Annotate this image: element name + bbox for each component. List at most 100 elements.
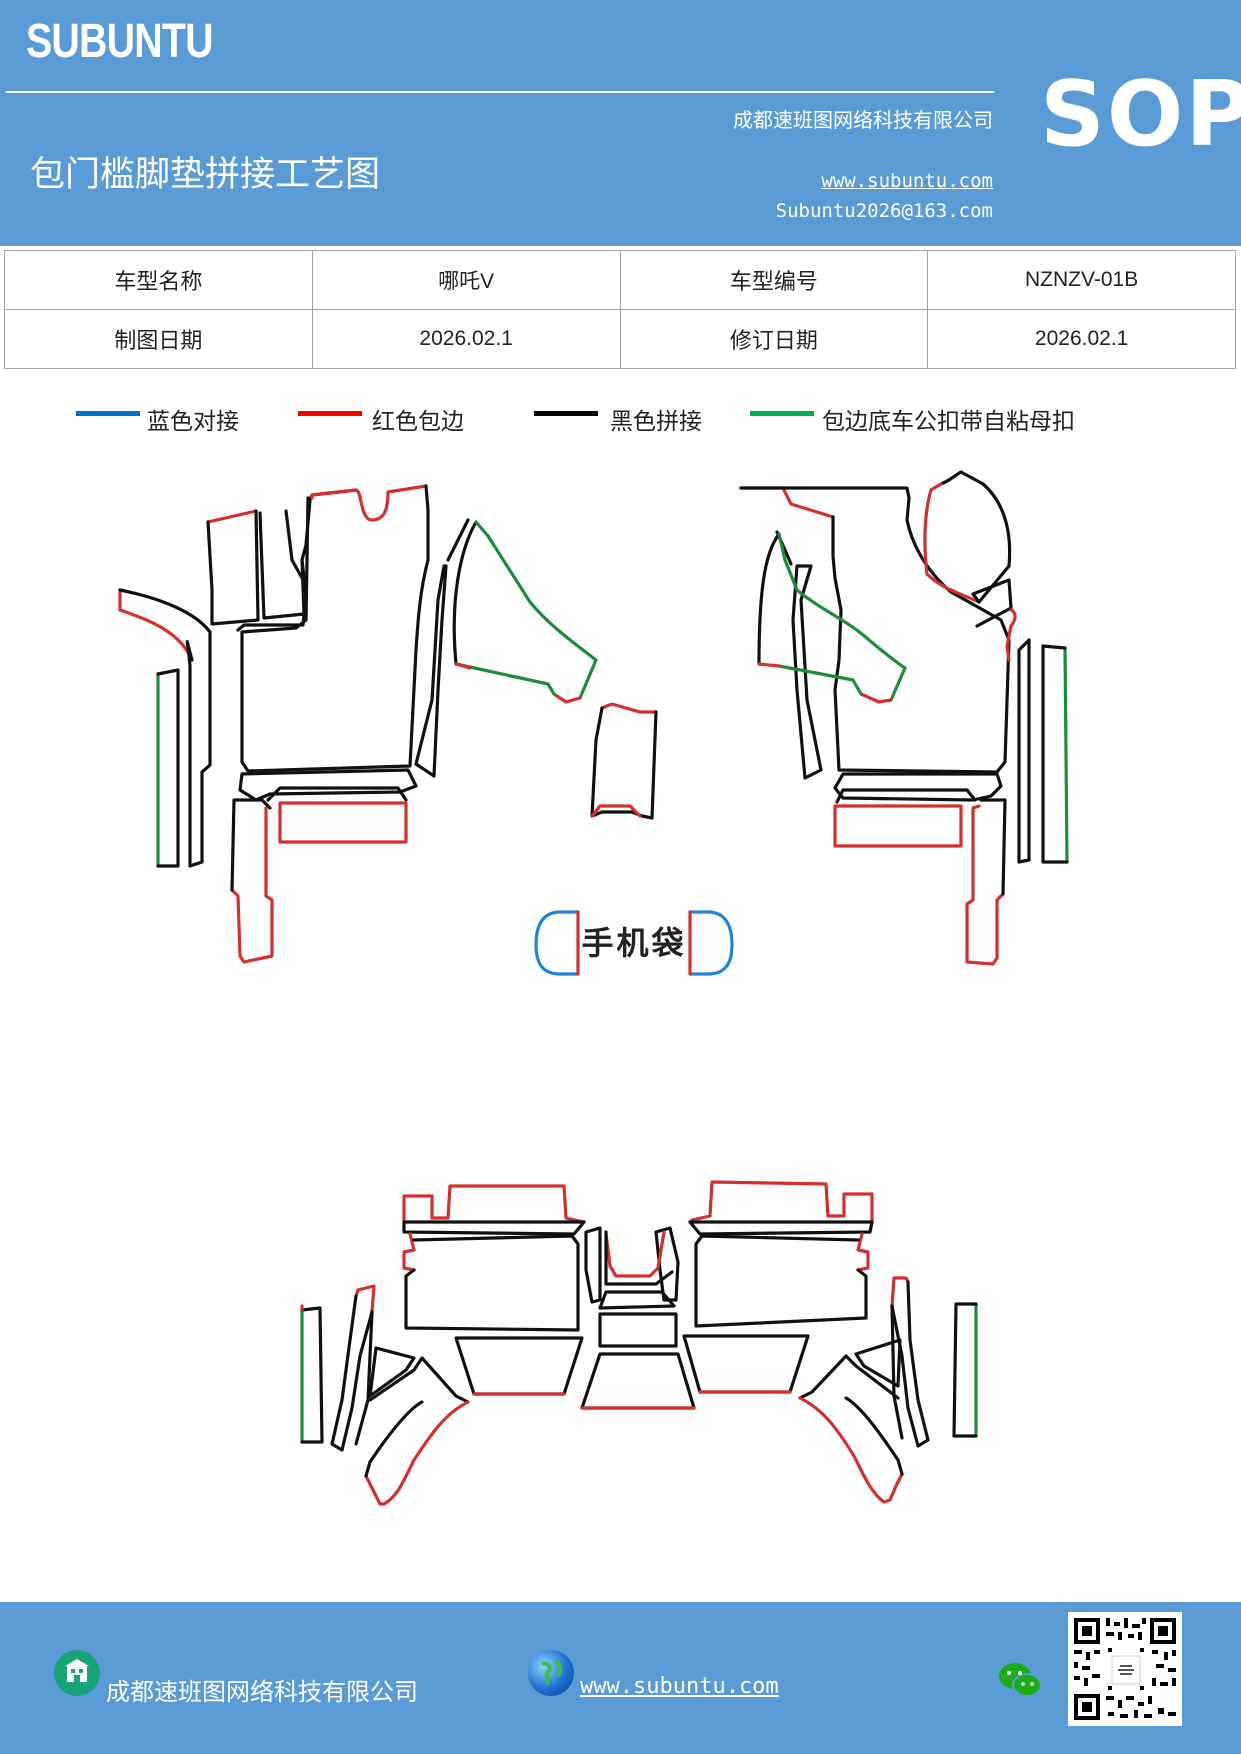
- model-name-label: 车型名称: [4, 250, 313, 310]
- right-lower-pillar-red: [965, 804, 1005, 966]
- left-threshold-bar: [238, 768, 418, 802]
- qr-code-pattern: [1074, 1618, 1182, 1726]
- rear-right-strip: [890, 1280, 930, 1448]
- center-piece-red-top: [600, 702, 658, 714]
- phone-pocket-left-blue: [534, 910, 580, 976]
- rear-left-strip-red: [354, 1284, 376, 1314]
- left-upper-strip: [284, 509, 304, 580]
- right-vertical-strip-green: [1063, 646, 1069, 864]
- company-name: 成都速班图网络科技有限公司: [733, 108, 993, 132]
- rear-center-box-2: [598, 1312, 678, 1348]
- left-jamb: [414, 564, 448, 778]
- info-table: 车型名称 哪吒V 车型编号 NZNZV-01B 制图日期 2026.02.1 修…: [4, 250, 1236, 369]
- right-triangle-red-end: [757, 662, 781, 668]
- rear-right-block-red: [856, 1232, 870, 1272]
- rear-right-curve-black: [844, 1396, 904, 1476]
- rear-left-strip-2: [354, 1310, 374, 1446]
- legend-swatch-black: [534, 411, 598, 416]
- footer-website-link[interactable]: www.subuntu.com: [580, 1674, 779, 1699]
- center-console-piece: [590, 702, 658, 820]
- model-name-value: 哪吒V: [311, 250, 621, 310]
- left-triangle-green-2: [454, 662, 556, 696]
- legend-label-green: 包边底车公扣带自粘母扣: [822, 409, 1075, 435]
- left-triangle-black: [452, 520, 478, 666]
- phone-pocket: 手机袋: [534, 910, 734, 976]
- website-link[interactable]: www.subuntu.com: [821, 170, 993, 192]
- legend-label-red: 红色包边: [372, 409, 464, 435]
- right-lower-pillar: [979, 798, 1007, 896]
- rear-right-trapezoid: [682, 1334, 810, 1394]
- left-jamb-outer: [446, 518, 470, 562]
- rear-center-u: [604, 1230, 674, 1286]
- right-door-panel-group: [739, 470, 1069, 966]
- rear-row-right-group: [682, 1180, 978, 1504]
- left-upper-pillar-red: [206, 509, 258, 524]
- left-wedge: [118, 588, 212, 868]
- right-triangle-red: [859, 692, 893, 704]
- center-piece-body: [590, 706, 658, 820]
- draw-date-value: 2026.02.1: [311, 309, 621, 369]
- rear-left-strip: [330, 1294, 374, 1452]
- legend-swatch-red: [298, 411, 362, 416]
- left-lower-pillar: [234, 798, 272, 810]
- right-main-panel: [739, 486, 1011, 774]
- draw-date-label: 制图日期: [4, 309, 313, 369]
- right-upper-round-body: [971, 564, 1013, 628]
- left-lower-pillar-black: [230, 798, 236, 892]
- left-vertical-strip: [156, 668, 180, 868]
- rear-right-top-box-red: [690, 1180, 874, 1224]
- revise-date-label: 修订日期: [619, 309, 929, 369]
- document-title: 包门槛脚垫拼接工艺图: [30, 155, 381, 195]
- right-red-box: [833, 804, 963, 848]
- rear-left-block-red: [402, 1232, 416, 1272]
- right-main-panel-red: [739, 486, 835, 519]
- wechat-icon[interactable]: [996, 1658, 1044, 1702]
- rear-center-small-strip-left: [584, 1226, 602, 1304]
- header-banner: SUBUNTU 包门槛脚垫拼接工艺图 成都速班图网络科技有限公司 www.sub…: [0, 0, 1241, 246]
- left-triangle-green: [474, 520, 598, 700]
- right-threshold-bar-2: [835, 788, 977, 804]
- left-main-panel-body: [240, 484, 430, 773]
- color-legend: 蓝色对接 红色包边 黑色拼接 包边底车公扣带自粘母扣: [0, 400, 1241, 440]
- header-divider: [6, 91, 994, 93]
- left-lower-pillar-red: [230, 806, 274, 964]
- right-upper-round-red: [923, 482, 981, 604]
- rear-left-wedge-2: [368, 1356, 470, 1404]
- right-wedge-red: [1005, 608, 1017, 662]
- center-piece-red-bottom: [590, 804, 642, 818]
- rear-left-trapezoid: [454, 1336, 584, 1396]
- right-triangle-green: [777, 532, 907, 702]
- rear-right-wedge-2: [798, 1354, 900, 1400]
- left-triangle-red: [552, 692, 582, 704]
- qr-code[interactable]: [1068, 1612, 1182, 1726]
- left-red-box: [278, 801, 408, 844]
- right-threshold-bar: [833, 772, 1003, 802]
- rear-right-top-box: [688, 1220, 874, 1236]
- left-door-panel-group: [118, 484, 598, 964]
- rear-right-curve-red: [798, 1396, 904, 1504]
- legend-swatch-green: [750, 411, 814, 416]
- rear-center-box-1: [598, 1290, 676, 1310]
- left-upper-pillar-outline: [206, 509, 260, 626]
- rear-right-wedge: [854, 1338, 902, 1388]
- left-threshold-bar-2: [266, 786, 408, 802]
- rear-far-right-strip: [952, 1302, 978, 1438]
- brand-logo: SUBUNTU: [26, 15, 213, 68]
- rear-far-left-strip: [300, 1306, 324, 1444]
- rear-left-curve-black: [364, 1400, 424, 1478]
- left-triangle-red-end: [454, 662, 472, 670]
- building-icon: [54, 1650, 100, 1696]
- rear-left-top-box-red: [402, 1184, 586, 1224]
- rear-center-box-3: [580, 1352, 696, 1410]
- model-code-value: NZNZV-01B: [927, 250, 1236, 310]
- right-wedge: [1017, 638, 1031, 864]
- rear-right-strip-red: [890, 1276, 910, 1308]
- footer-company-name: 成都速班图网络科技有限公司: [106, 1678, 418, 1706]
- left-upper-pillar: [258, 511, 306, 620]
- rear-left-curve-red: [364, 1400, 470, 1506]
- rear-right-block: [694, 1234, 868, 1328]
- table-row: 制图日期 2026.02.1 修订日期 2026.02.1: [4, 309, 1236, 369]
- rear-row-group: [300, 1184, 696, 1506]
- rear-left-block: [404, 1234, 580, 1332]
